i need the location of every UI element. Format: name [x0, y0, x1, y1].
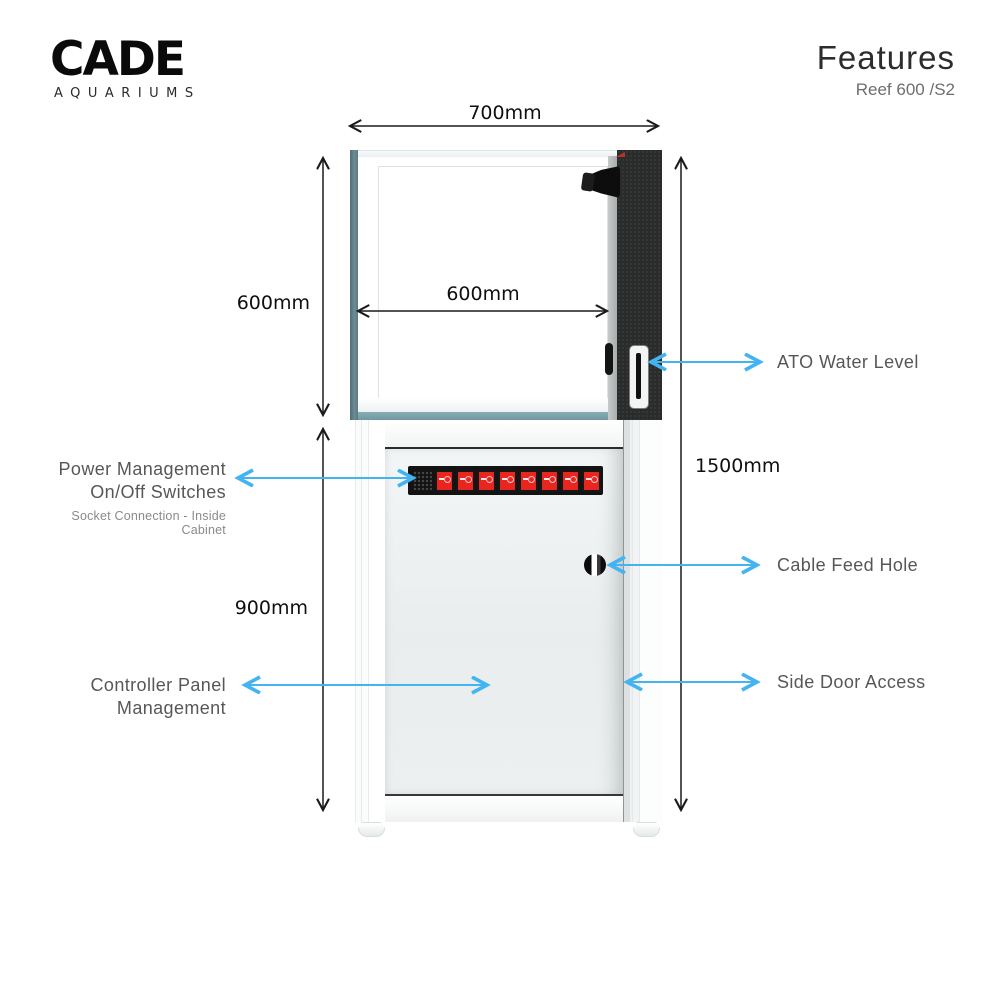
rocker-switch	[540, 469, 559, 492]
dim-label-total-height: 1500mm	[695, 455, 781, 477]
tank-right-glass-edge	[608, 156, 617, 420]
cabinet-door-panel	[385, 447, 623, 796]
dim-label-inner-width: 600mm	[446, 283, 520, 305]
tank-left-glass-edge	[350, 150, 358, 420]
callout-label-power: Power Management On/Off Switches Socket …	[30, 458, 226, 537]
cable-feed-hole	[584, 554, 606, 576]
overflow-slot	[605, 343, 613, 375]
page-header: Features Reef 600 /S2	[816, 39, 955, 100]
dim-label-tank-width: 700mm	[468, 102, 542, 124]
tank-bottom-glass-edge	[358, 412, 617, 420]
callout-power-line1: Power Management	[58, 459, 226, 479]
cabinet-right-stile	[623, 420, 662, 822]
callout-label-ato: ATO Water Level	[777, 352, 919, 372]
rocker-switch	[498, 469, 517, 492]
overflow-valve-accent	[616, 152, 625, 157]
callout-controller-line2: Management	[116, 698, 226, 718]
rocker-switch	[519, 469, 538, 492]
callout-label-cable: Cable Feed Hole	[777, 555, 919, 575]
cabinet-foot-left	[358, 822, 385, 837]
rocker-switch	[456, 469, 475, 492]
callout-power-line2: On/Off Switches	[90, 482, 226, 502]
dim-label-cabinet-height: 900mm	[234, 597, 308, 619]
cabinet-bottom-rail	[385, 796, 623, 822]
cabinet-foot-right	[633, 822, 660, 837]
tank-top-rim	[350, 150, 618, 157]
brand-tagline: AQUARIUMS	[54, 86, 201, 101]
brand-name: CADE	[50, 32, 186, 87]
page-title: Features	[816, 39, 955, 76]
callout-controller-line1: Controller Panel	[90, 675, 226, 695]
callout-label-controller: Controller Panel Management	[30, 674, 226, 720]
return-nozzle-tip	[580, 172, 596, 192]
brand-logo: CADE AQUARIUMS	[50, 36, 201, 101]
power-switch-strip	[408, 466, 603, 495]
tank-bottom-panel	[358, 398, 608, 412]
model-name: Reef 600 /S2	[855, 80, 955, 100]
callout-power-note: Socket Connection - Inside Cabinet	[71, 509, 226, 537]
dim-label-tank-height: 600mm	[236, 292, 310, 314]
cabinet-left-stile	[352, 420, 385, 822]
ato-water-level-slot	[636, 353, 641, 399]
rocker-switch	[561, 469, 580, 492]
cabinet-top-rail	[385, 420, 623, 448]
rocker-switch	[477, 469, 496, 492]
rocker-switch	[435, 469, 454, 492]
rocker-switch	[582, 469, 601, 492]
callout-label-side-door: Side Door Access	[777, 672, 926, 692]
